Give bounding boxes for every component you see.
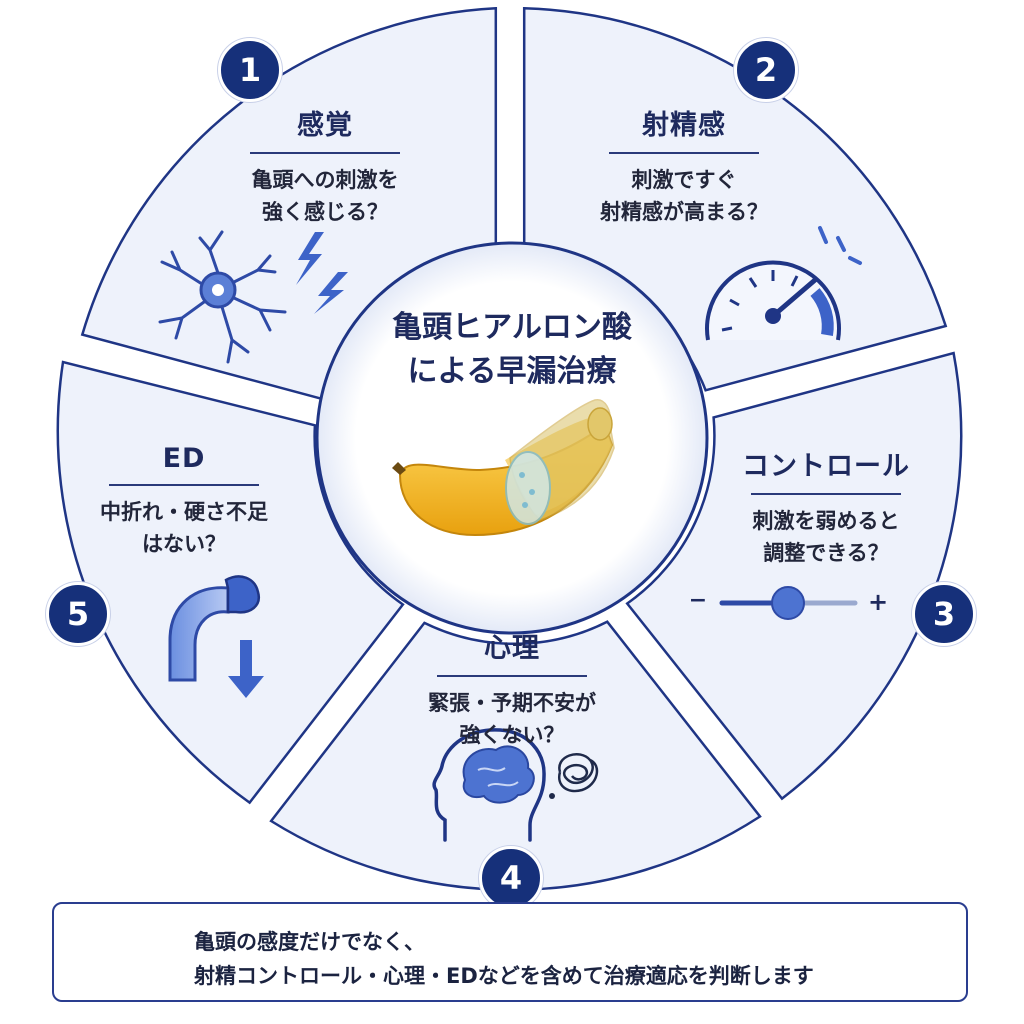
segment-4-desc-line-1: 緊張・予期不安が (428, 691, 596, 715)
segment-5-title: ED (162, 443, 206, 474)
slider-icon (719, 586, 858, 620)
summary-line-2: 射精コントロール・心理・EDなどを含めて治療適応を判断します (194, 964, 814, 988)
slider-minus-label: − (688, 588, 708, 613)
segment-4-divider (437, 675, 587, 677)
segment-2: 射精感 刺激ですぐ 射精感が高まる？ (574, 103, 794, 228)
segment-3-desc-line-1: 刺激を弱めると (752, 509, 900, 533)
segment-1-desc-line-1: 亀頭への刺激を (251, 168, 399, 192)
brain-head-icon (432, 728, 546, 842)
center-circle (315, 241, 709, 635)
segment-3-shape (625, 351, 963, 801)
segment-1-number-badge: 1 (218, 38, 282, 102)
speedometer-icon (705, 226, 862, 341)
segment-2-desc-line-1: 刺激ですぐ (631, 168, 737, 192)
segment-3-title: コントロール (742, 451, 910, 482)
summary-line-1: 亀頭の感度だけでなく、 (194, 930, 425, 954)
segment-3-number-badge: 3 (912, 582, 976, 646)
lightning-icon (296, 232, 348, 314)
center-title-line-2: による早漏治療 (407, 354, 617, 389)
slider-plus-label: + (867, 588, 889, 616)
segment-1-desc-line-2: 強く感じる？ (262, 200, 388, 224)
segment-1-divider (250, 152, 400, 154)
banana-icon (392, 399, 615, 537)
segment-4-title: 心理 (484, 633, 540, 664)
segment-4: 心理 緊張・予期不安が 強くない？ (412, 626, 612, 751)
segment-2-number-badge: 2 (734, 38, 798, 102)
segment-1-title: 感覚 (297, 110, 353, 141)
summary-box: 亀頭の感度だけでなく、 射精コントロール・心理・EDなどを含めて治療適応を判断し… (52, 902, 968, 1002)
segment-2-desc-line-2: 射精感が高まる？ (600, 200, 768, 224)
center-title-line-1: 亀頭ヒアルロン酸 (392, 310, 632, 345)
worry-scribble-icon (549, 753, 599, 799)
segment-5-divider (109, 484, 259, 486)
segment-5: ED 中折れ・硬さ不足 はない？ (84, 443, 284, 560)
segment-2-divider (609, 152, 759, 154)
segment-3-divider (751, 493, 901, 495)
segment-5-desc-line-1: 中折れ・硬さ不足 (100, 500, 268, 524)
segment-4-desc-line-2: 強くない？ (459, 723, 565, 747)
segment-5-number-badge: 5 (46, 582, 110, 646)
segment-1: 感覚 亀頭への刺激を 強く感じる？ (225, 103, 425, 228)
segment-3: コントロール 刺激を弱めると 調整できる？ (716, 444, 936, 569)
bent-tube-down-arrow-icon (168, 575, 264, 698)
neuron-icon (158, 230, 287, 364)
segment-5-desc-line-2: はない？ (142, 532, 226, 556)
segment-4-number-badge: 4 (479, 846, 543, 910)
segment-3-desc-line-2: 調整できる？ (763, 541, 889, 565)
segment-2-title: 射精感 (642, 110, 726, 141)
center-title: 亀頭ヒアルロン酸 による早漏治療 (362, 306, 662, 394)
